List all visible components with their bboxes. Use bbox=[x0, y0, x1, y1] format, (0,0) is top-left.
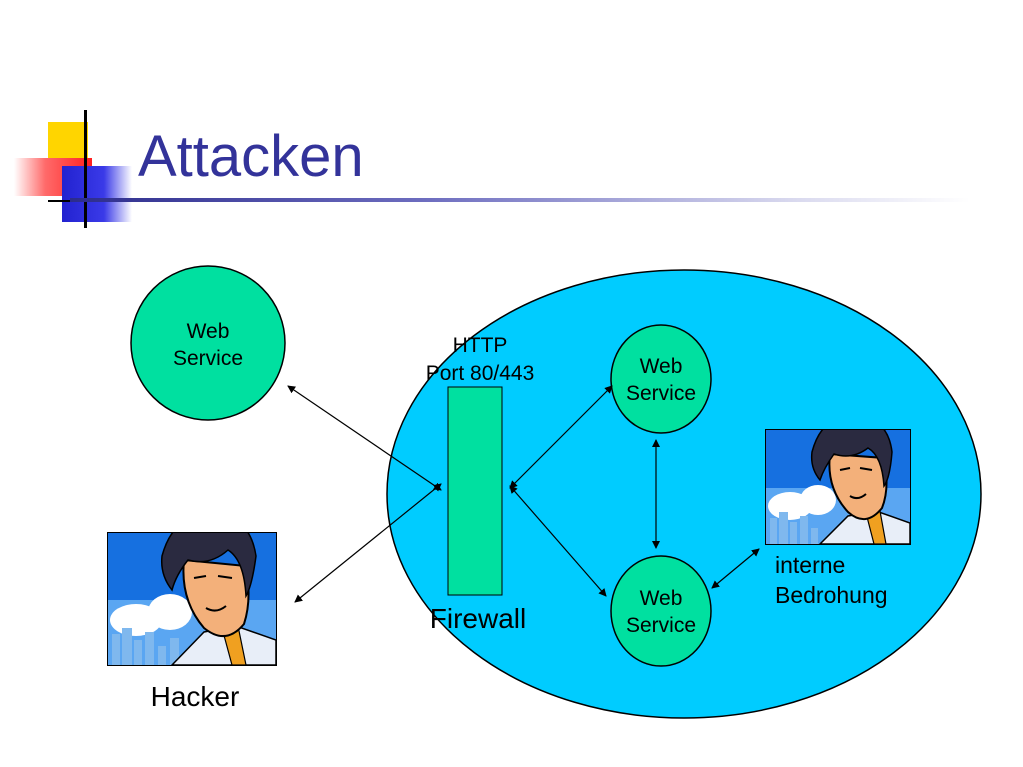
external-web-service-node bbox=[130, 265, 286, 421]
internal-threat-line1: interne bbox=[775, 552, 846, 578]
connector-firewall-service-top bbox=[509, 385, 613, 489]
connector-internal-threat-service bbox=[711, 548, 760, 589]
hacker-figure bbox=[107, 532, 277, 666]
internal-web-service-top-line2: Service bbox=[625, 382, 697, 405]
firewall-protocol-label: HTTP Port 80/443 bbox=[400, 332, 560, 388]
firewall-box bbox=[447, 386, 503, 596]
hacker-label: Hacker bbox=[150, 681, 240, 712]
internal-web-service-top-node bbox=[610, 324, 712, 434]
internal-threat-line2: Bedrohung bbox=[775, 582, 888, 608]
internal-threat-label: interne Bedrohung bbox=[775, 550, 935, 610]
internal-threat-figure bbox=[765, 429, 911, 545]
firewall-protocol: HTTP bbox=[452, 334, 508, 357]
internal-web-service-bottom-line2: Service bbox=[625, 614, 697, 637]
internal-web-service-top-line1: Web bbox=[639, 355, 683, 378]
slide-title: Attacken bbox=[138, 124, 364, 189]
internal-web-service-bottom-node bbox=[610, 555, 712, 667]
external-web-service-line1: Web bbox=[186, 320, 230, 343]
title-underline bbox=[70, 198, 970, 202]
external-web-service-line2: Service bbox=[172, 347, 244, 370]
connector-external-service-firewall bbox=[287, 385, 442, 491]
connector-hacker-firewall bbox=[294, 483, 442, 603]
internal-web-service-top-label: Web Service bbox=[601, 353, 721, 407]
title-ornament bbox=[10, 108, 140, 228]
internal-web-service-bottom-label: Web Service bbox=[601, 585, 721, 639]
internal-web-service-bottom-line1: Web bbox=[639, 587, 683, 610]
external-web-service-label: Web Service bbox=[148, 318, 268, 372]
firewall-label: Firewall bbox=[429, 603, 527, 634]
firewall-port: Port 80/443 bbox=[425, 362, 535, 385]
connector-firewall-service-bottom bbox=[509, 485, 607, 597]
